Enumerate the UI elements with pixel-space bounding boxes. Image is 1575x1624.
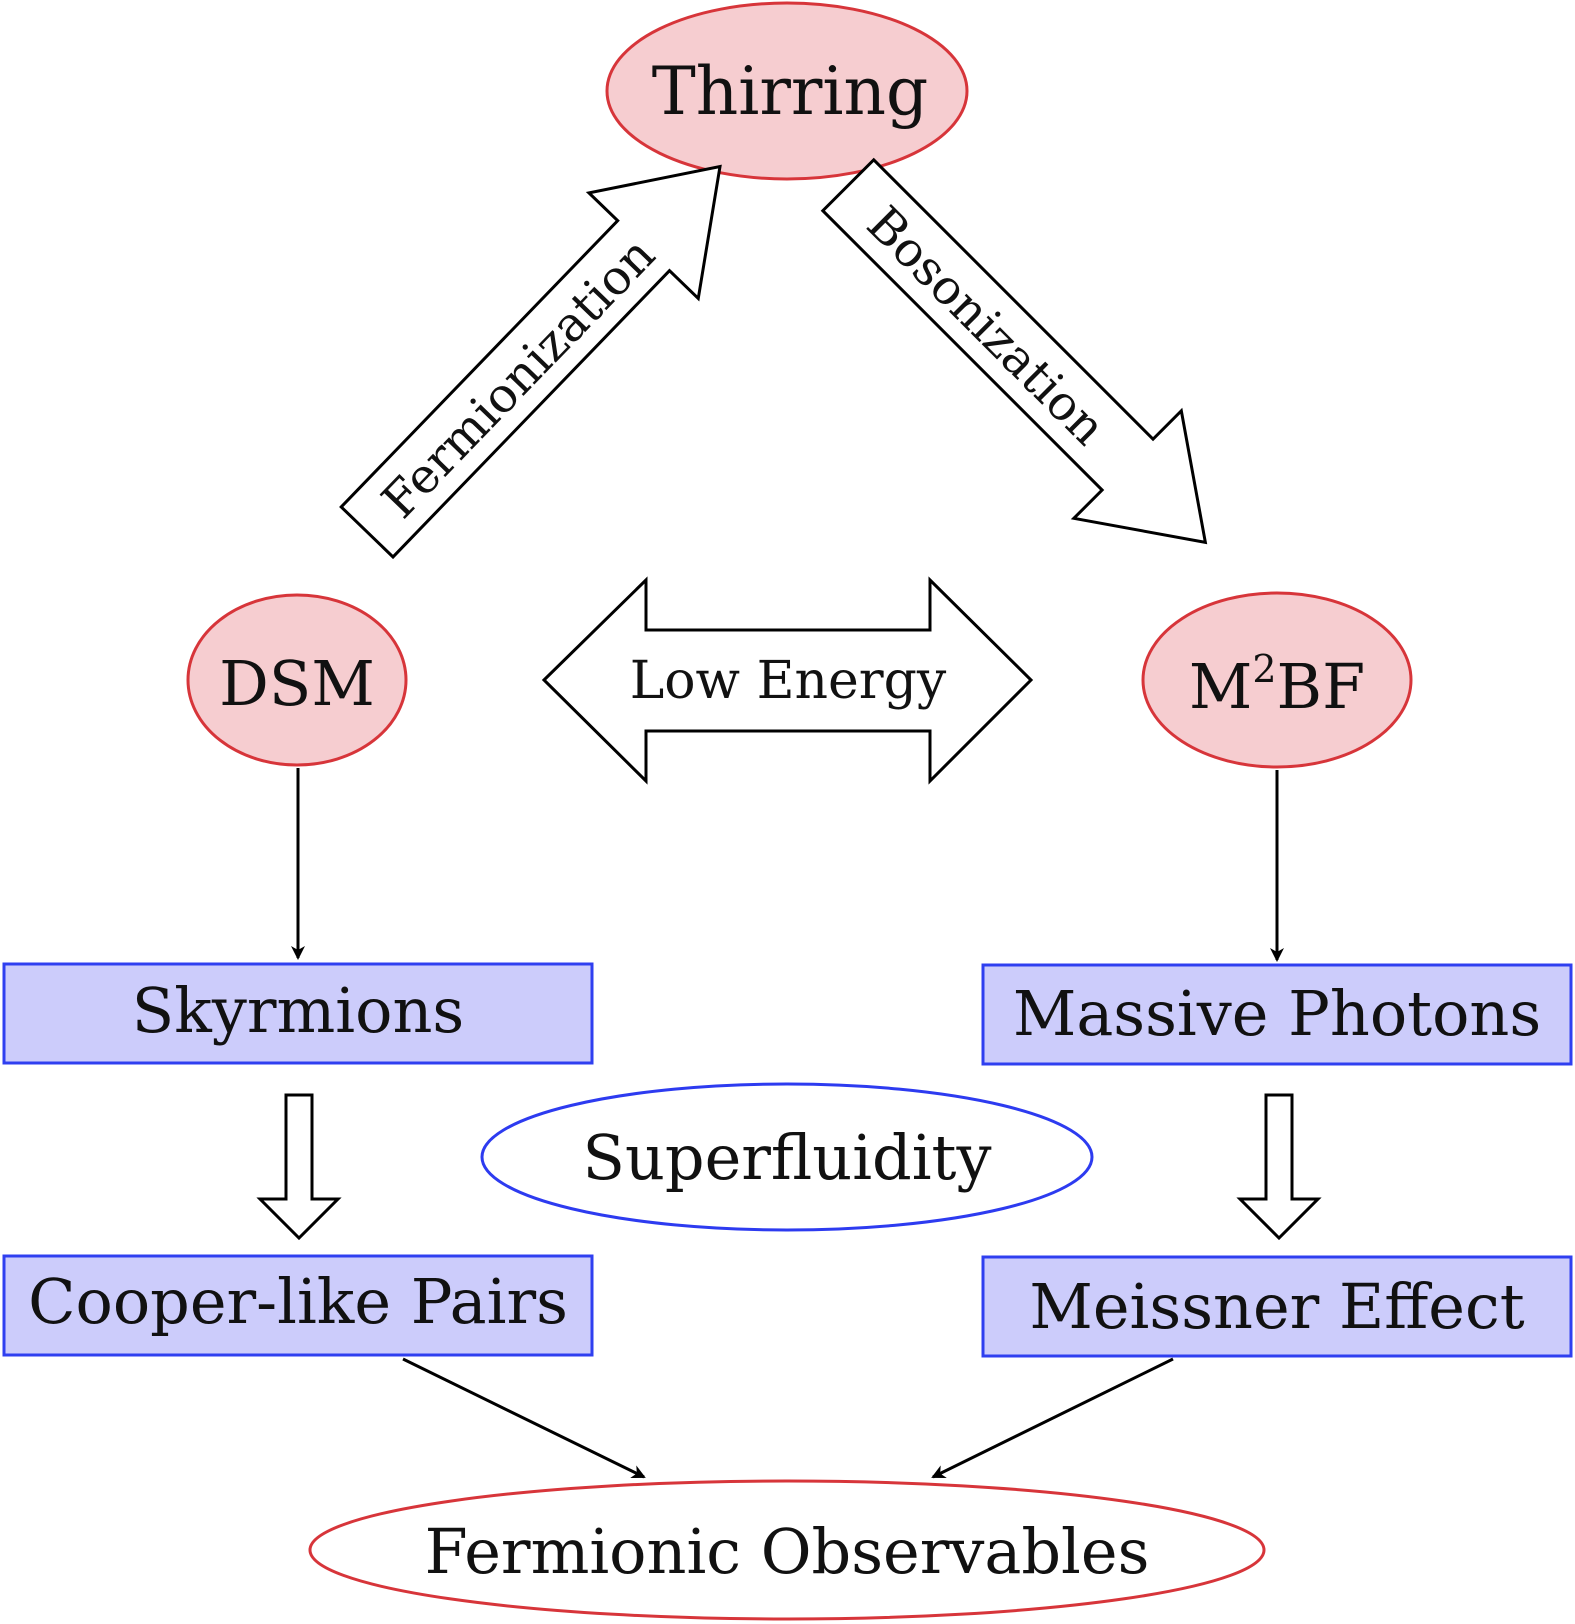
node-dsm: DSM xyxy=(186,593,408,767)
cooper-to-observables-arrow xyxy=(402,1357,646,1479)
node-superfluidity: Superfluidity xyxy=(480,1082,1094,1232)
node-thirring-label: Thirring xyxy=(652,53,929,130)
node-fermionic-observables-label: Fermionic Observables xyxy=(425,1515,1150,1588)
low-energy-label: Low Energy xyxy=(630,651,947,711)
bosonization-label: Bosonization xyxy=(856,196,1116,456)
box-skyrmions: Skyrmions xyxy=(2,962,594,1065)
box-massive-photons: Massive Photons xyxy=(981,963,1573,1066)
node-thirring: Thirring xyxy=(605,1,969,181)
fermionization-label: Fermionization xyxy=(371,227,666,529)
node-dsm-label: DSM xyxy=(219,647,375,720)
bosonization-arrow: Bosonization xyxy=(820,157,1208,545)
node-superfluidity-label: Superfluidity xyxy=(583,1121,992,1194)
box-cooper-pairs: Cooper-like Pairs xyxy=(2,1254,594,1357)
fermionization-arrow: Fermionization xyxy=(339,164,722,560)
node-fermionic-observables: Fermionic Observables xyxy=(308,1479,1266,1621)
low-energy-arrow: Low Energy xyxy=(541,576,1034,785)
box-meissner: Meissner Effect xyxy=(981,1255,1573,1358)
meissner-to-observables-arrow xyxy=(931,1357,1174,1479)
skyrmions-to-cooper-arrow xyxy=(256,1093,342,1241)
box-massive-photons-label: Massive Photons xyxy=(1013,977,1541,1050)
node-m2bf: M2BF xyxy=(1141,591,1413,769)
m2bf-tail: BF xyxy=(1277,650,1366,723)
node-m2bf-label: M2BF xyxy=(1189,647,1365,723)
box-meissner-label: Meissner Effect xyxy=(1029,1270,1524,1343)
m2bf-superscript: 2 xyxy=(1252,647,1276,691)
m2bf-base: M xyxy=(1189,650,1252,723)
box-skyrmions-label: Skyrmions xyxy=(132,974,464,1047)
photons-to-meissner-arrow xyxy=(1236,1093,1322,1241)
box-cooper-pairs-label: Cooper-like Pairs xyxy=(28,1265,568,1338)
